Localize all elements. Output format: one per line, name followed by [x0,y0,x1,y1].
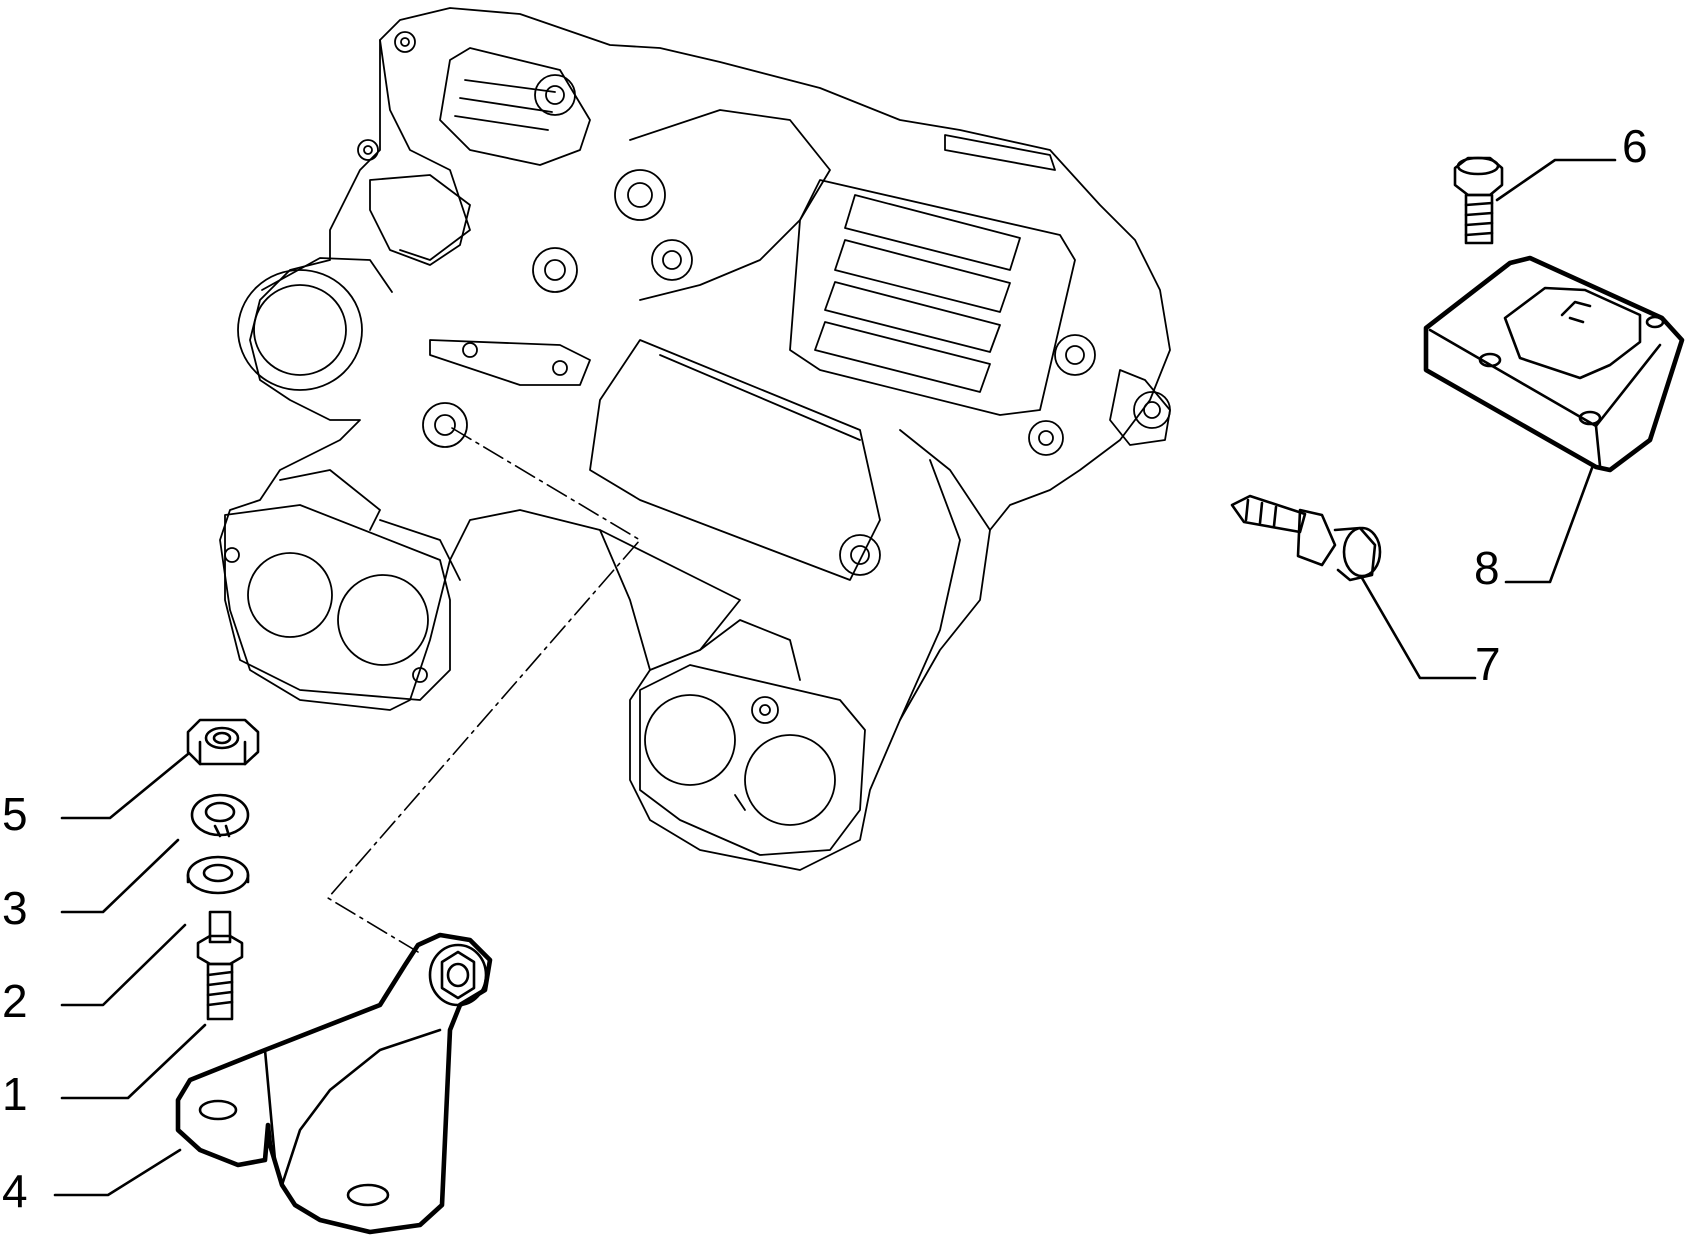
stud-1 [196,910,244,1021]
leader-line-3 [60,838,180,914]
leader-line-2 [60,923,187,1007]
callout-1: 1 [2,1068,28,1120]
leader-line-7 [1360,576,1477,680]
hex-nut-5 [186,718,260,766]
callout-2: 2 [2,975,28,1027]
leader-line-6 [1495,158,1617,202]
flat-washer-2 [186,855,250,895]
cover-plate-8-details [1478,286,1665,426]
callout-6: 6 [1622,120,1648,172]
leader-lines [53,158,1617,1197]
callout-labels: 1 2 3 4 5 6 7 8 [2,120,1648,1217]
leader-line-8 [1504,466,1594,584]
mounting-bracket-4-details [198,943,488,1207]
callout-5: 5 [2,788,28,840]
leader-line-5 [60,752,190,820]
callout-4: 4 [2,1165,28,1217]
leader-line-4 [53,1148,182,1197]
assembly-centerline [327,427,641,953]
callout-8: 8 [1474,542,1500,594]
intake-manifold [219,7,1171,871]
cover-plate-8 [1423,255,1685,473]
bolt-6 [1453,156,1504,245]
leader-line-1 [60,1023,207,1100]
mounting-bracket-4 [175,932,493,1235]
spring-washer-3 [190,793,250,838]
callout-3: 3 [2,882,28,934]
callout-7: 7 [1475,638,1501,690]
stepped-pin-7 [1230,494,1382,582]
